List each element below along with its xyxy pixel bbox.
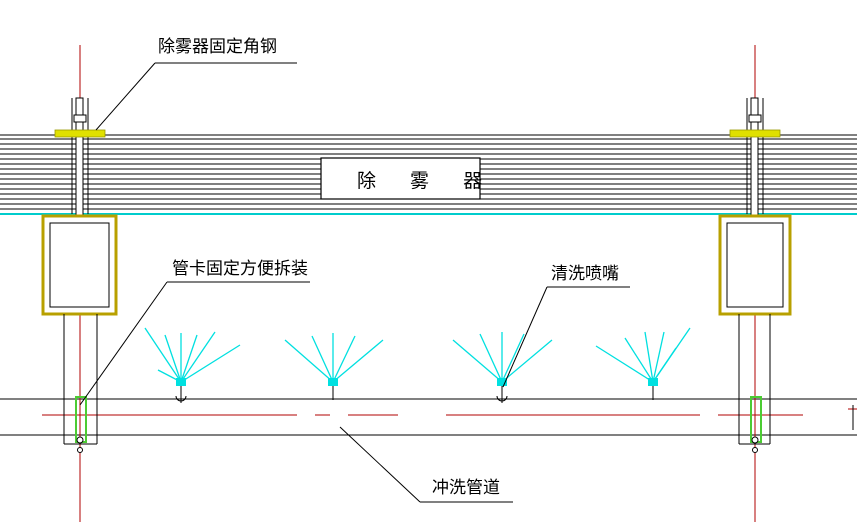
nozzle-4 [595, 327, 691, 400]
nozzle-3 [452, 332, 553, 403]
right-support [718, 45, 792, 522]
pipe-centerline [42, 408, 857, 416]
leaders [79, 62, 630, 503]
flush-pipe [0, 398, 857, 436]
left-support [41, 45, 118, 522]
nozzle-2 [284, 333, 384, 400]
label-cleaning-nozzle: 清洗喷嘴 [551, 264, 619, 284]
right-angle-steel [729, 129, 781, 138]
label-demister-angle-steel: 除雾器固定角钢 [158, 37, 277, 57]
nozzle-1 [144, 327, 241, 403]
demister-title: 除 雾 器 [357, 170, 496, 192]
demister-title-box: 除 雾 器 [320, 157, 496, 200]
left-angle-steel [54, 129, 106, 138]
label-pipe-clamp: 管卡固定方便拆装 [172, 259, 308, 279]
label-flush-pipe: 冲洗管道 [432, 478, 500, 498]
